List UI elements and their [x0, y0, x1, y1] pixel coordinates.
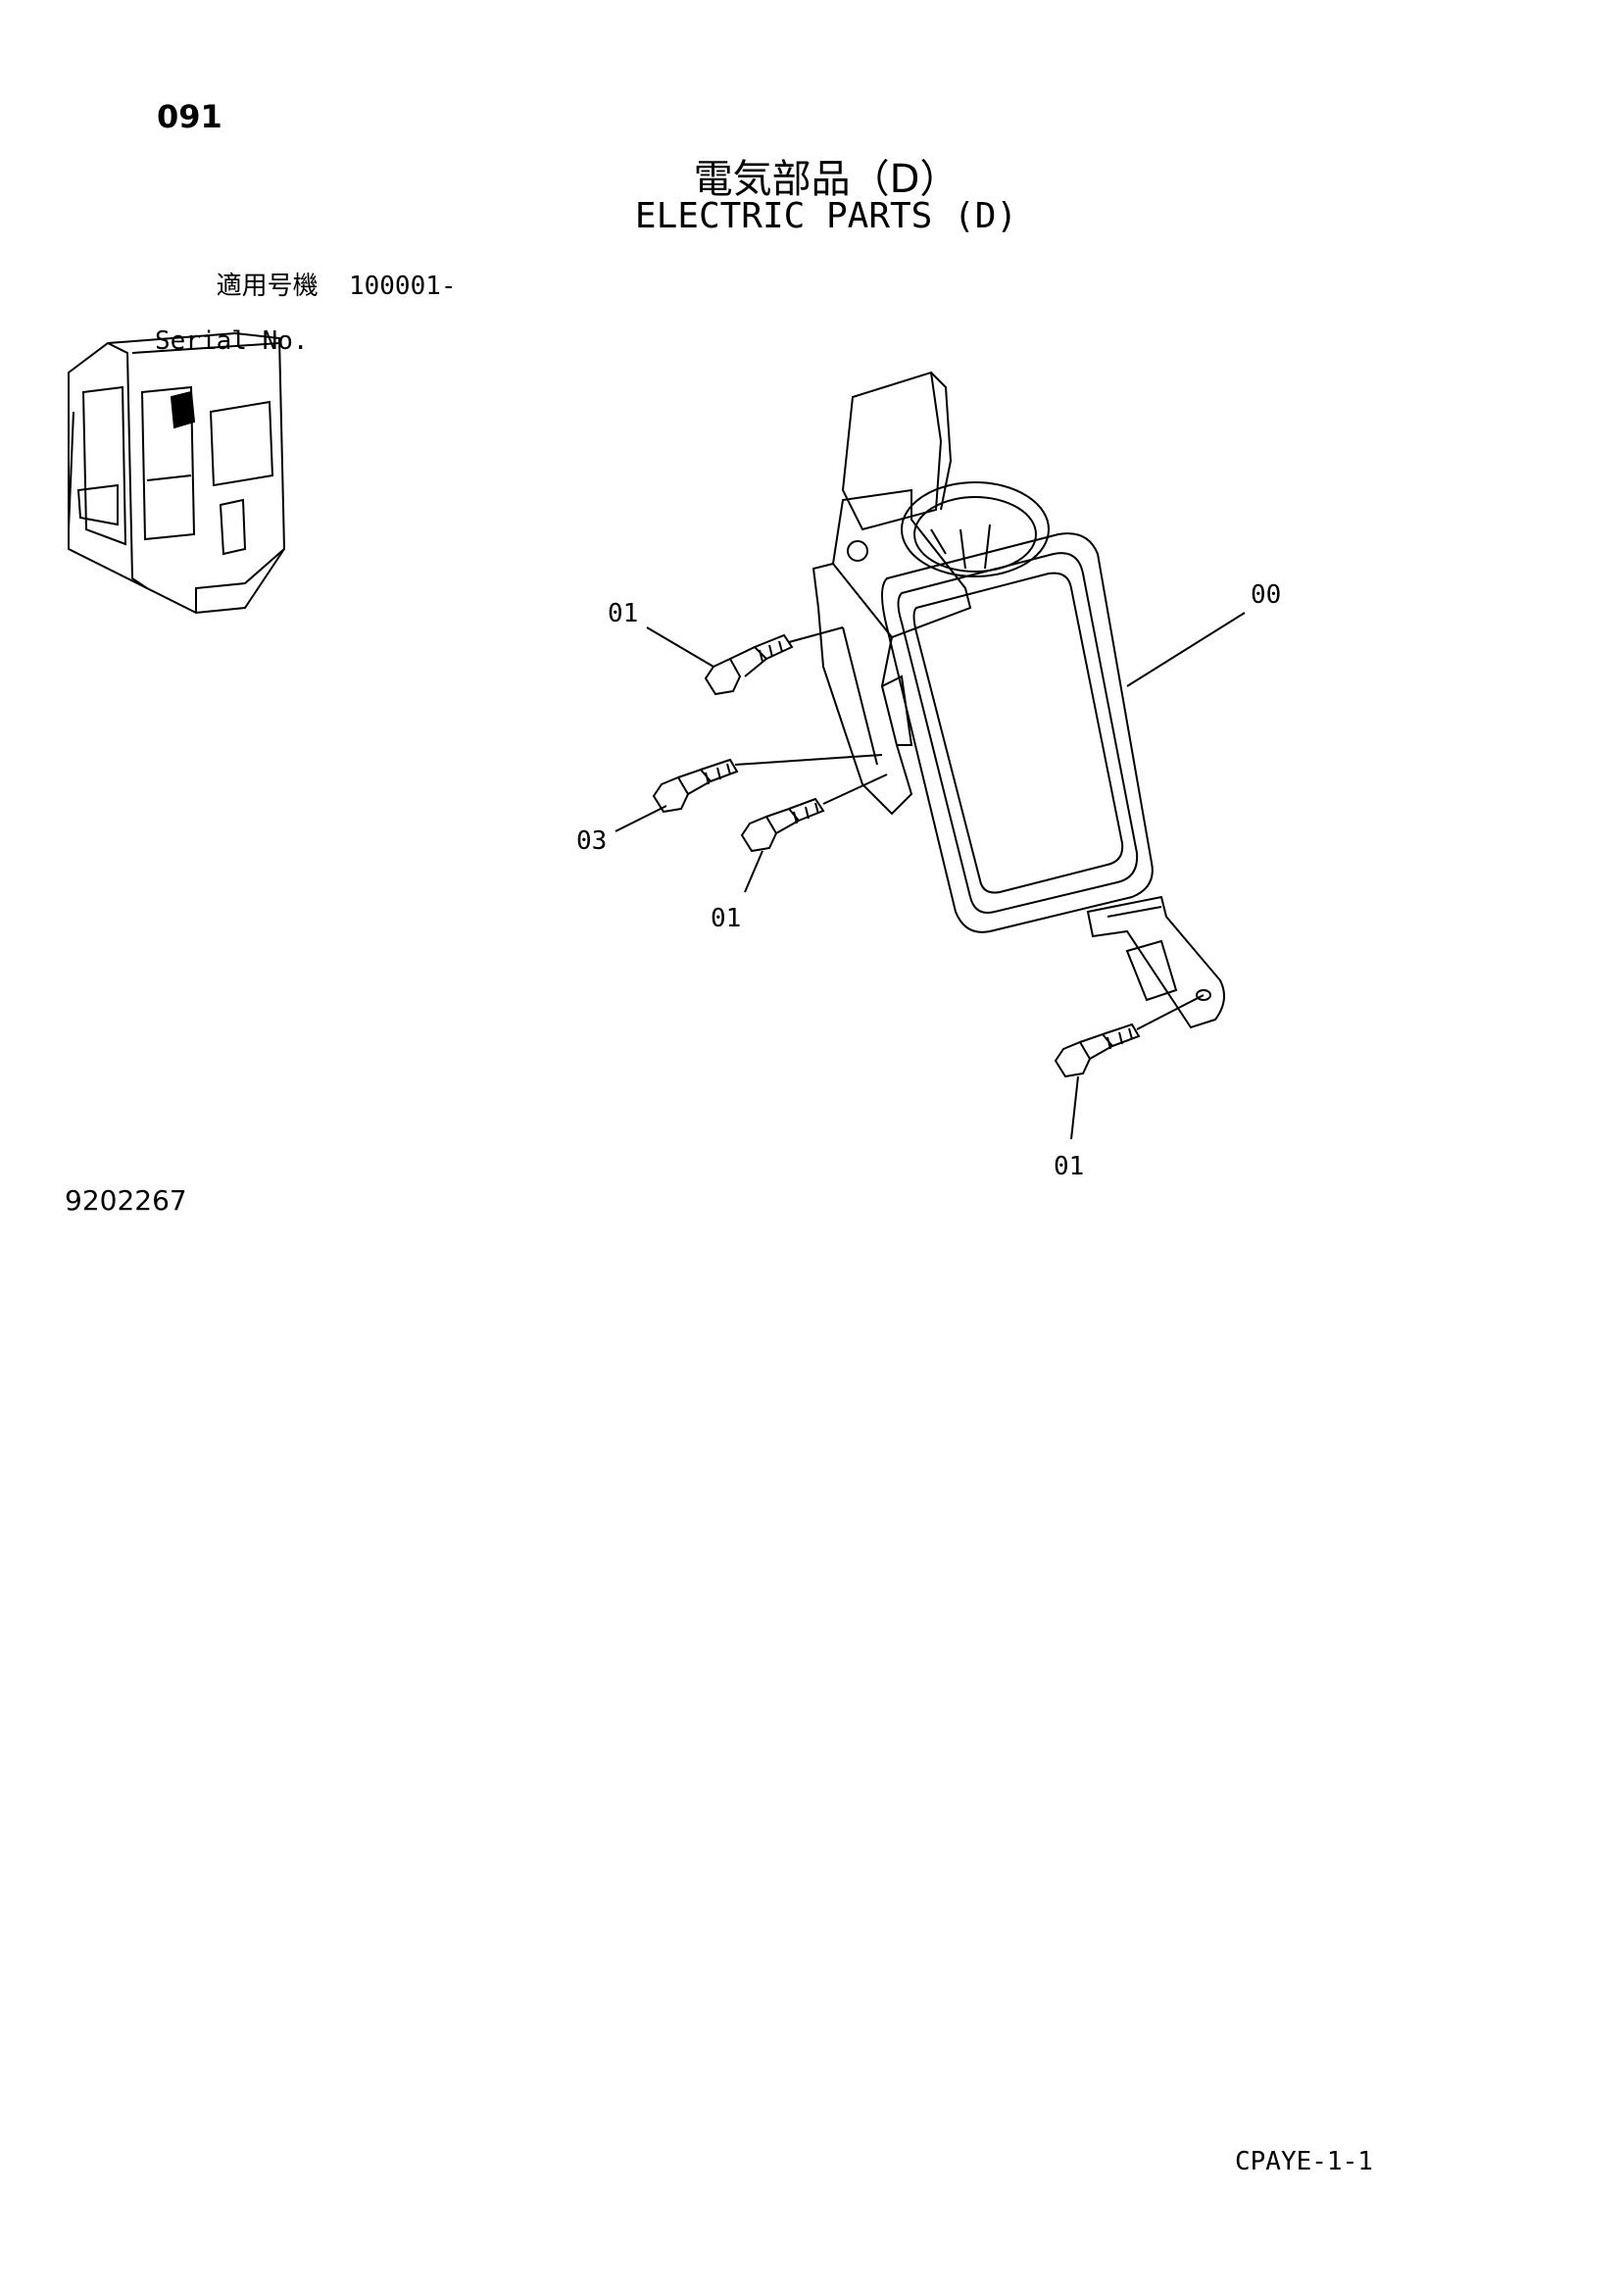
- callout-label: 01: [608, 599, 638, 628]
- assembly-lines: [734, 626, 1205, 1030]
- bolt-icon: [1054, 1023, 1141, 1078]
- bolt-icon: [704, 633, 794, 696]
- cab-thumbnail-icon: [68, 331, 286, 615]
- bolt-icon: [652, 758, 739, 814]
- page-number: 091: [157, 98, 222, 135]
- leader-lines: [615, 612, 1246, 1140]
- bolt-icon: [740, 797, 825, 853]
- drawing-id: 9202267: [65, 1184, 187, 1217]
- page-code: CPAYE-1-1: [1235, 2147, 1373, 2176]
- serial-info: 適用号機 100001- Serial No.: [155, 245, 457, 355]
- electric-unit-icon: [812, 371, 1225, 1029]
- callout-label: 03: [576, 826, 607, 856]
- callout-label: 00: [1251, 580, 1281, 610]
- serial-label-ja: 適用号機: [216, 272, 319, 301]
- callout-label: 01: [1054, 1152, 1084, 1181]
- callout-label: 01: [711, 904, 741, 933]
- title-japanese: 電気部品（D）: [693, 157, 959, 202]
- serial-value: 100001-: [348, 272, 457, 301]
- title-english: ELECTRIC PARTS (D): [634, 196, 1018, 236]
- serial-row-ja: 適用号機 100001-: [155, 245, 457, 327]
